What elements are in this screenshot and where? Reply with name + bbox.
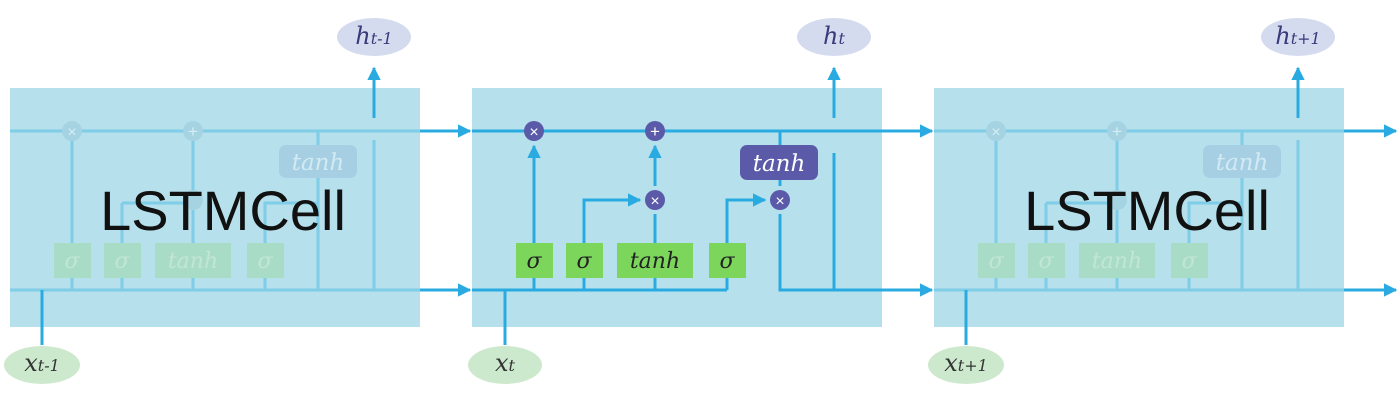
gate-forget <box>516 243 553 278</box>
gate-input-left-label: σ <box>114 249 130 274</box>
gate-input-right-label: σ <box>1038 249 1054 274</box>
output-multiply-op-sign: × <box>775 193 784 210</box>
cell-title-left: LSTMCell <box>100 179 346 242</box>
gate-output-left <box>247 243 284 278</box>
cell-tanh-label: tanh <box>753 151 806 177</box>
gate-forget-right-label: σ <box>988 249 1004 274</box>
cell-tanh-left-label: tanh <box>292 150 345 176</box>
lstm-cell-left: × + tanh σ σ tanh σ LSTMCell ht-1 xt-1 <box>4 18 420 384</box>
lstm-cell-right: × + tanh σ σ tanh σ LSTMCell ht+1 xt+1 <box>928 18 1344 384</box>
cell-tanh-right <box>1203 145 1281 178</box>
add-op-left-sign: + <box>188 122 198 141</box>
cell-add-op-sign: + <box>650 122 660 141</box>
cell-tanh <box>740 145 818 180</box>
output-bubble-left <box>337 18 411 56</box>
gate-input-left <box>104 243 141 278</box>
output-multiply-op <box>770 190 790 210</box>
gate-forget-left <box>54 243 91 278</box>
gate-output-left-label: σ <box>257 249 273 274</box>
input-multiply-op-sign: × <box>650 193 659 210</box>
gate-output-right-label: σ <box>1181 249 1197 274</box>
output-multiply-op-right <box>1107 190 1127 210</box>
input-bubble-left <box>4 346 80 384</box>
multiply-op-left-sign: × <box>67 124 76 141</box>
forget-multiply-op-sign: × <box>529 124 538 141</box>
forget-multiply-op <box>524 121 544 141</box>
output-label-right: ht+1 <box>1275 22 1320 50</box>
gate-candidate-left <box>155 243 231 278</box>
gate-input-right <box>1028 243 1065 278</box>
gate-input-label: σ <box>576 249 592 274</box>
multiply-op-right <box>986 121 1006 141</box>
gate-candidate <box>617 243 693 278</box>
add-op-right <box>1107 121 1127 141</box>
gate-forget-label: σ <box>526 249 542 274</box>
multiply-op-left <box>62 121 82 141</box>
input-bubble-middle <box>468 346 542 384</box>
cell-add-op <box>645 121 665 141</box>
gate-candidate-left-label: tanh <box>168 249 218 274</box>
add-op-right-sign: + <box>1112 122 1122 141</box>
gate-output <box>709 243 746 278</box>
input-label-right: xt+1 <box>944 349 988 377</box>
cell-tanh-right-label: tanh <box>1216 150 1269 176</box>
input-label-left: xt-1 <box>24 349 60 377</box>
output-label-middle: ht <box>823 22 845 50</box>
output-bubble-middle <box>797 18 871 56</box>
cell-tanh-left <box>279 145 357 178</box>
gate-output-right <box>1171 243 1208 278</box>
output-label-left: ht-1 <box>355 22 392 50</box>
input-label-middle: xt <box>495 349 516 377</box>
gate-forget-right <box>978 243 1015 278</box>
output-bubble-right <box>1261 18 1335 56</box>
gate-candidate-right <box>1079 243 1155 278</box>
gate-candidate-label: tanh <box>630 249 680 274</box>
add-op-left <box>183 121 203 141</box>
multiply-op-right-sign: × <box>991 124 1000 141</box>
lstm-cell-middle: σ σ tanh σ × + × × tanh ht xt <box>468 18 882 384</box>
gate-output-label: σ <box>719 249 735 274</box>
input-bubble-right <box>928 346 1004 384</box>
gate-forget-left-label: σ <box>64 249 80 274</box>
gate-candidate-right-label: tanh <box>1092 249 1142 274</box>
cell-title-right: LSTMCell <box>1024 179 1270 242</box>
gate-input <box>566 243 603 278</box>
output-multiply-op-left <box>183 190 203 210</box>
input-multiply-op <box>645 190 665 210</box>
